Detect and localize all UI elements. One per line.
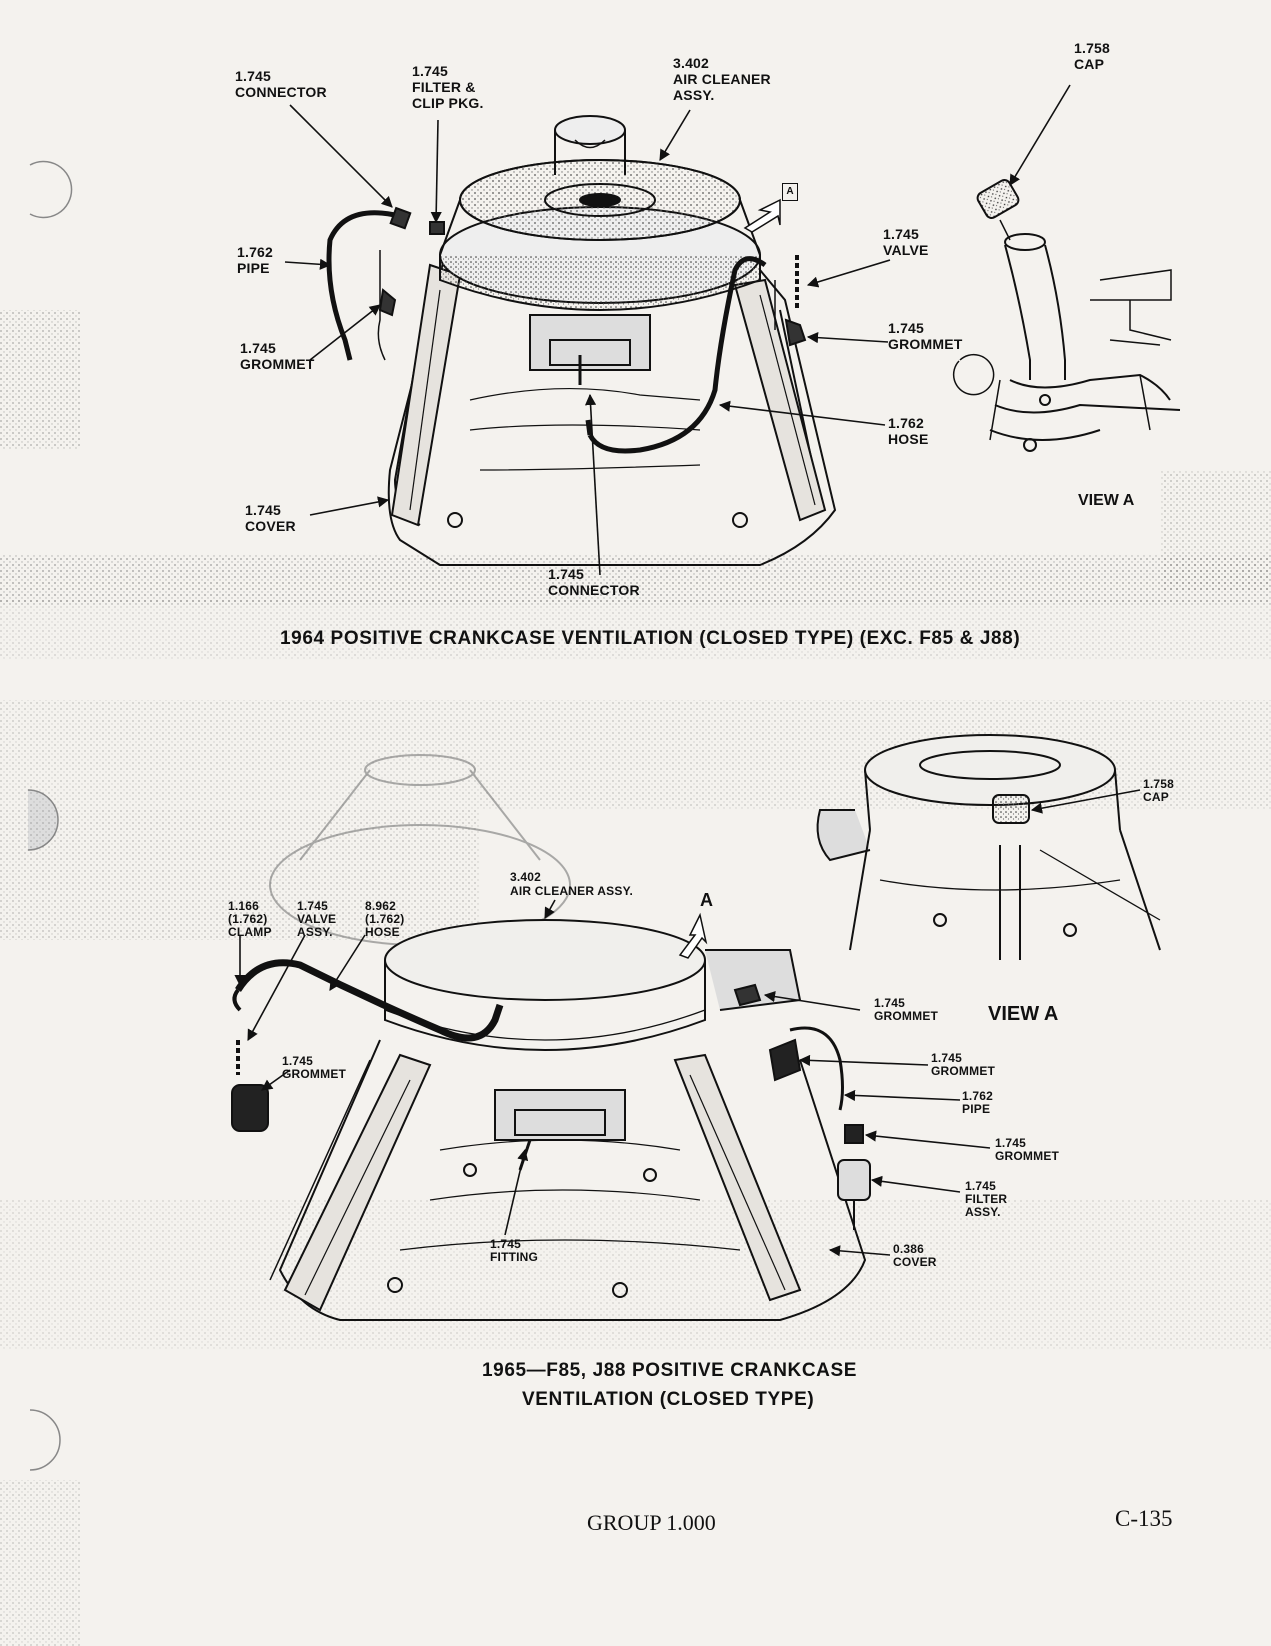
- label-cap-bottom: 1.758 CAP: [1143, 777, 1175, 804]
- label-valve-top: 1.745 VALVE: [883, 226, 929, 258]
- label-fitting: 1.745 FITTING: [490, 1237, 539, 1264]
- footer-group: GROUP 1.000: [587, 1510, 716, 1535]
- label-cap-top: 1.758 CAP: [1074, 40, 1111, 72]
- bottom-caption-line-1: 1965—F85, J88 POSITIVE CRANKCASE: [482, 1360, 858, 1381]
- top-view-a-drawing: [952, 179, 1181, 452]
- view-a-top-label: VIEW A: [1078, 492, 1135, 509]
- footer-page-number: C-135: [1115, 1506, 1173, 1531]
- label-pipe-bottom: 1.762 PIPE: [962, 1089, 994, 1116]
- label-grommet-right-top: 1.745 GROMMET: [888, 320, 963, 352]
- label-filter-assy: 1.745 FILTER ASSY.: [965, 1179, 1008, 1219]
- bottom-view-arrow: [678, 912, 708, 959]
- label-cover-top: 1.745 COVER: [245, 502, 296, 534]
- label-grommet-mid-right-bottom: 1.745 GROMMET: [931, 1051, 996, 1078]
- label-clamp: 1.166 (1.762) CLAMP: [228, 899, 272, 939]
- bottom-arrow-letter: A: [700, 890, 714, 910]
- top-view-arrow: [743, 198, 781, 233]
- bottom-caption-line-2: VENTILATION (CLOSED TYPE): [522, 1389, 815, 1410]
- label-air-cleaner-bottom: 3.402 AIR CLEANER ASSY.: [510, 870, 633, 898]
- top-caption: 1964 POSITIVE CRANKCASE VENTILATION (CLO…: [280, 628, 1021, 649]
- bottom-leader-lines: [234, 789, 1141, 1257]
- top-leader-lines: [284, 84, 1071, 576]
- label-grommet-lower-right-bottom: 1.745 GROMMET: [995, 1136, 1060, 1163]
- label-pipe-top: 1.762 PIPE: [237, 244, 274, 276]
- label-connector-bottom: 1.745 CONNECTOR: [548, 566, 640, 598]
- view-marker-box: A: [782, 183, 798, 201]
- label-grommet-left-top: 1.745 GROMMET: [240, 340, 315, 372]
- label-air-cleaner-top: 3.402 AIR CLEANER ASSY.: [673, 55, 771, 103]
- label-hose-top: 1.762 HOSE: [888, 415, 929, 447]
- label-cover-bottom: 0.386 COVER: [893, 1242, 937, 1269]
- bottom-engine-drawing: [231, 919, 871, 1321]
- top-engine-drawing: [326, 115, 837, 566]
- label-grommet-left-bottom: 1.745 GROMMET: [282, 1054, 347, 1081]
- label-grommet-top-right-bottom: 1.745 GROMMET: [874, 996, 939, 1023]
- label-filter-clip: 1.745 FILTER & CLIP PKG.: [412, 63, 484, 111]
- label-valve-assy: 1.745 VALVE ASSY.: [297, 899, 337, 939]
- bottom-view-a-drawing: [816, 734, 1161, 960]
- label-hose-bottom: 8.962 (1.762) HOSE: [365, 899, 405, 939]
- label-connector-top: 1.745 CONNECTOR: [235, 68, 327, 100]
- view-a-bottom-label: VIEW A: [988, 1003, 1059, 1025]
